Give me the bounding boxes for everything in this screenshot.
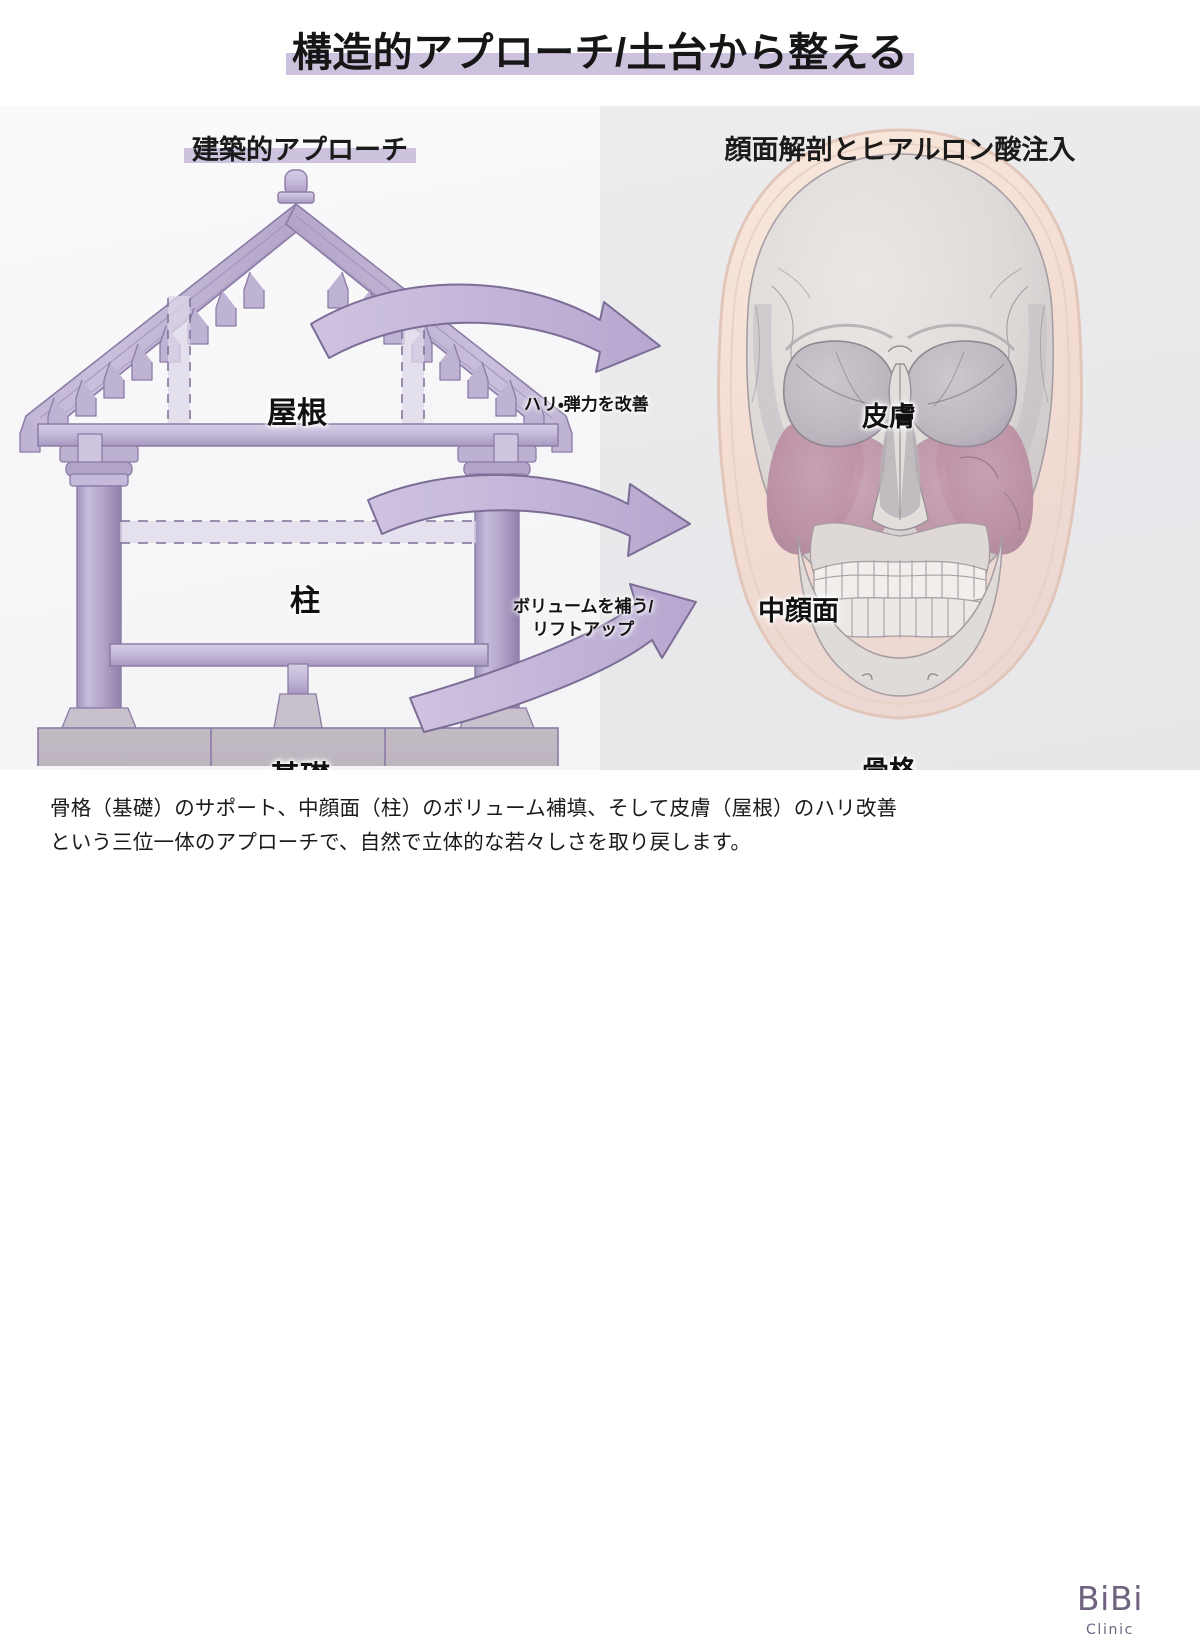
title-text: 構造的アプローチ/土台から整える xyxy=(291,31,909,75)
section-heading-anatomy: 顔面解剖とヒアルロン酸注入 xyxy=(600,128,1200,172)
pillar-left xyxy=(76,485,122,709)
slide-root: 構造的アプローチ/土台から整える 建築的アプローチ 顔面解剖とヒアルロン酸注入 xyxy=(0,22,1200,1638)
brow-left xyxy=(784,323,893,351)
clinic-logo: BiBi Clinic xyxy=(1046,1582,1174,1638)
caption-line-2: という三位一体のアプローチで、自然で立体的な若々しさを取り戻します。 xyxy=(50,830,752,854)
roof-finial xyxy=(277,169,315,204)
arrow-label-skin: ハリ・弾力を改善 xyxy=(524,395,649,414)
pillar-footings xyxy=(61,693,535,729)
page-title: 構造的アプローチ/土台から整える xyxy=(285,31,915,75)
internal-dashed-beam xyxy=(120,520,476,544)
section-heading-architecture: 建築的アプローチ xyxy=(0,128,600,172)
caption-line-1: 骨格（基礎）のサポート、中顔面（柱）のボリューム補填、そして皮膚（屋根）のハリ改… xyxy=(50,797,898,820)
skull-illustration xyxy=(717,128,1083,720)
brow-right xyxy=(907,323,1016,351)
logo-wordmark: BiBi xyxy=(1076,1579,1144,1618)
summary-caption: 骨格（基礎）のサポート、中顔面（柱）のボリューム補填、そして皮膚（屋根）のハリ改… xyxy=(50,792,980,860)
section-heading-highlight-left xyxy=(184,147,416,163)
content-panels: 建築的アプローチ 顔面解剖とヒアルロン酸注入 xyxy=(0,106,1200,821)
eye-socket-left xyxy=(782,340,896,448)
label-midface: 中顔面 xyxy=(758,596,839,626)
arrow-label-midface: ボリュームを補う/ リフトアップ xyxy=(513,597,654,639)
foundation-blocks xyxy=(37,727,559,766)
nasal-cavity xyxy=(871,345,929,531)
label-pillar: 柱 xyxy=(290,585,320,618)
midface-zone xyxy=(766,416,1034,560)
section-heading-right-text: 顔面解剖とヒアルロン酸注入 xyxy=(724,134,1076,165)
house-illustration xyxy=(19,169,573,766)
mandible xyxy=(797,535,1003,697)
section-heading-left-text: 建築的アプローチ xyxy=(192,134,408,165)
eye-socket-right xyxy=(904,340,1018,448)
title-area: 構造的アプローチ/土台から整える xyxy=(0,22,1200,84)
label-skin: 皮膚 xyxy=(862,402,916,432)
title-highlight-bar xyxy=(285,53,915,75)
footer: 骨格（基礎）のサポート、中顔面（柱）のボリューム補填、そして皮膚（屋根）のハリ改… xyxy=(0,770,1200,1638)
logo-subtitle: Clinic xyxy=(1085,1622,1135,1638)
teeth xyxy=(813,560,987,638)
label-roof: 屋根 xyxy=(267,397,327,430)
roof-left-slope xyxy=(19,203,307,453)
lower-beam xyxy=(109,643,489,695)
roof-tie-beam xyxy=(37,423,559,447)
